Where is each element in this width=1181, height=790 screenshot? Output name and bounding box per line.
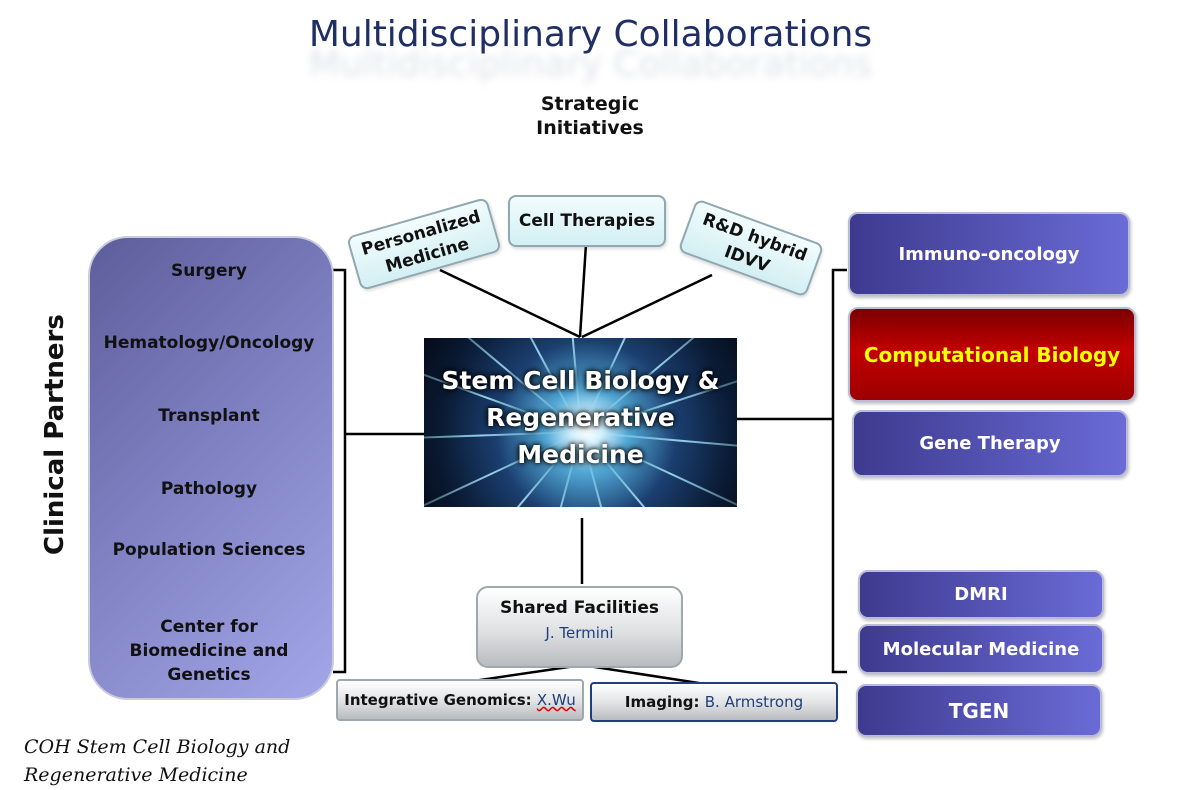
clinical-item-population-sciences: Population Sciences — [112, 540, 306, 560]
imaging-box: Imaging: B. Armstrong — [590, 682, 838, 722]
footer-note: COH Stem Cell Biology and Regenerative M… — [24, 733, 354, 789]
imaging-label: Imaging: — [624, 693, 700, 711]
strategic-heading-line-2: Initiatives — [536, 117, 644, 139]
tgen-box: TGEN — [856, 684, 1102, 737]
clinical-item-pathology: Pathology — [160, 479, 258, 499]
clinical-partners-box — [88, 236, 334, 700]
center-title-line-2: Regenerative — [486, 403, 675, 432]
molecular-medicine-box: Molecular Medicine — [858, 624, 1104, 674]
computational-biology-label: Computational Biology — [863, 342, 1121, 367]
integrative-genomics-box: Integrative Genomics: X.Wu — [336, 679, 584, 721]
clinical-item-transplant: Transplant — [158, 406, 260, 426]
title-reflection: Multidisciplinary Collaborations — [308, 44, 873, 85]
cell-therapies-label: Cell Therapies — [518, 211, 656, 231]
shared-facilities-lead: J. Termini — [545, 624, 614, 642]
center-title: Stem Cell Biology & Regenerative Medicin… — [424, 362, 737, 473]
center-title-line-1: Stem Cell Biology & — [441, 366, 720, 395]
clinical-partners-label: Clinical Partners — [40, 314, 70, 555]
shared-facilities-title: Shared Facilities — [499, 598, 660, 618]
computational-biology-box: Computational Biology — [848, 307, 1136, 402]
clinical-item-hematology-oncology: Hematology/Oncology — [103, 333, 315, 353]
right-bracket — [831, 268, 847, 674]
center-image — [424, 338, 737, 507]
imaging-lead: B. Armstrong — [704, 693, 804, 711]
strategic-heading-line-1: Strategic — [540, 93, 640, 115]
tgen-label: TGEN — [948, 698, 1010, 723]
left-bracket — [333, 268, 347, 674]
footer-line-1: COH Stem Cell Biology and — [24, 736, 291, 758]
strategic-initiatives-heading: Strategic Initiatives — [520, 92, 660, 140]
center-title-line-3: Medicine — [517, 440, 644, 469]
immuno-oncology-box: Immuno-oncology — [848, 212, 1130, 296]
shared-facilities-box: Shared Facilities J. Termini — [476, 586, 683, 668]
line-personalized — [439, 268, 581, 339]
gene-therapy-box: Gene Therapy — [852, 410, 1128, 477]
line-shared-to-imaging — [581, 663, 706, 686]
integrative-genomics-label: Integrative Genomics: — [344, 691, 532, 709]
cell-therapies-box: Cell Therapies — [508, 195, 666, 247]
dmri-box: DMRI — [858, 570, 1104, 619]
molecular-medicine-label: Molecular Medicine — [882, 638, 1080, 660]
gene-therapy-label: Gene Therapy — [919, 433, 1061, 454]
immuno-oncology-label: Immuno-oncology — [898, 243, 1080, 265]
page-title: Multidisciplinary Collaborations — [308, 14, 873, 55]
footer-line-2: Regenerative Medicine — [24, 764, 248, 786]
line-rd-hybrid — [581, 273, 713, 339]
clinical-item-center-biomedicine: Center for Biomedicine and Genetics — [129, 617, 289, 685]
dmri-label: DMRI — [954, 584, 1008, 605]
integrative-genomics-lead: X.Wu — [536, 691, 576, 709]
clinical-item-surgery: Surgery — [171, 261, 247, 281]
line-cell-therapies — [578, 243, 588, 338]
